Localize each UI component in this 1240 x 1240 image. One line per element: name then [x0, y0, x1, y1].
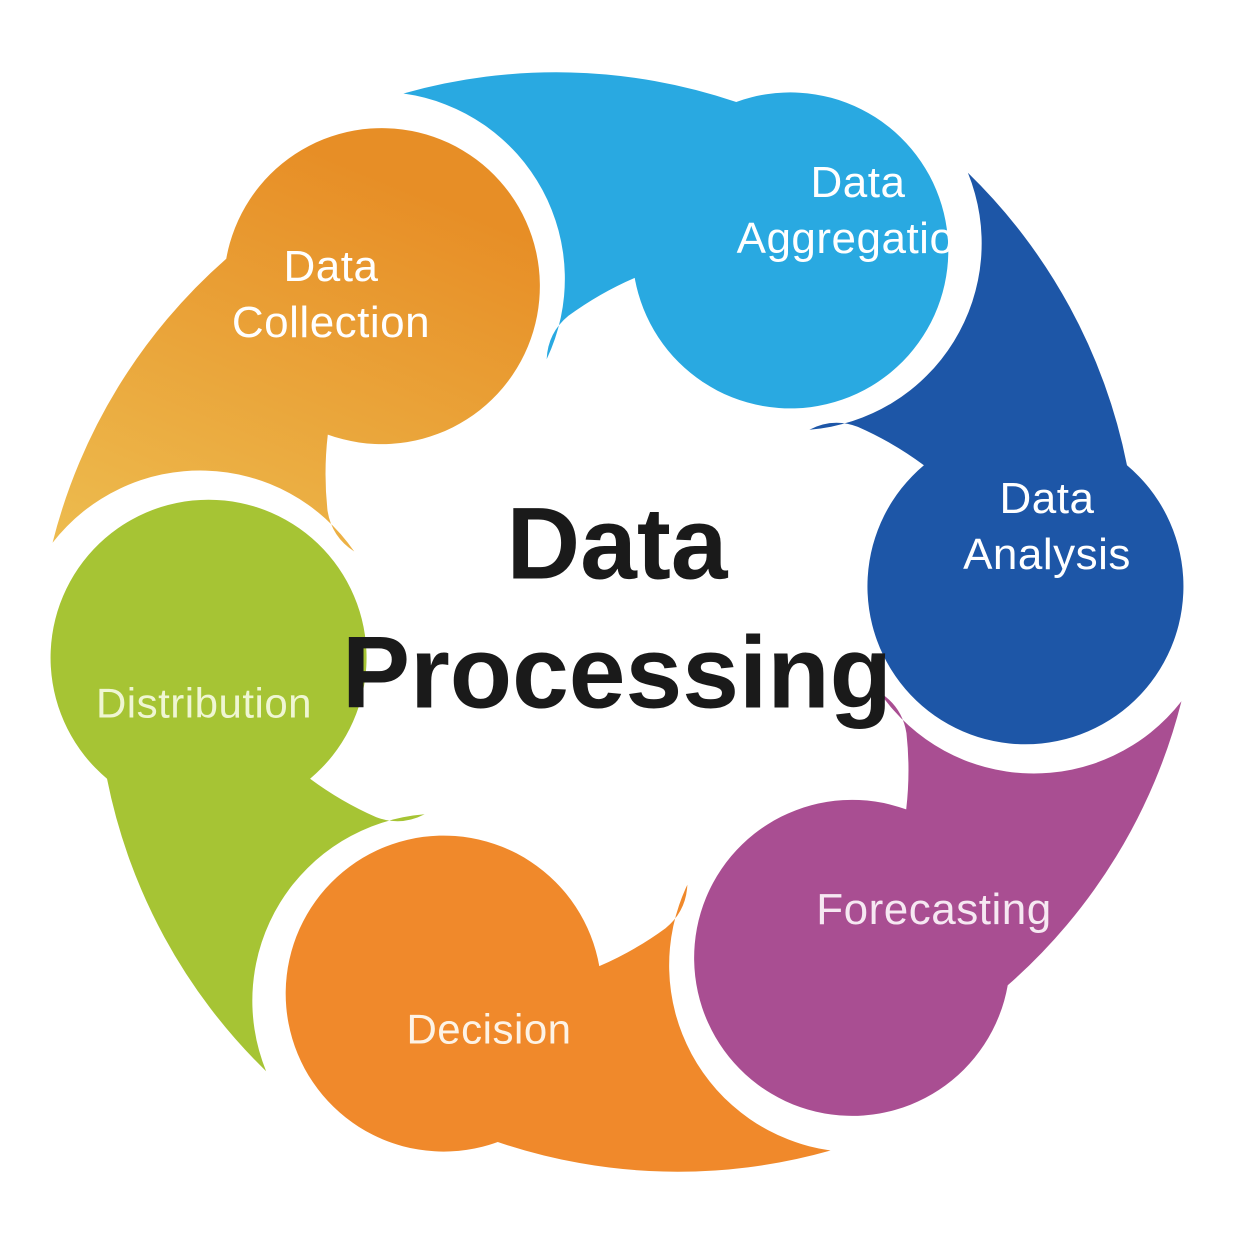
label-distribution: Distribution [95, 679, 313, 727]
label-data-aggregation: Data Aggregation [736, 158, 980, 263]
segment-shape-data-aggregation [403, 72, 949, 409]
segment-shape-data-collection [52, 128, 540, 552]
label-data-analysis: Data Analysis [963, 474, 1131, 579]
label-decision: Decision [406, 1005, 572, 1053]
label-data-collection: Data Collection [231, 242, 431, 347]
label-forecasting: Forecasting [816, 885, 1052, 935]
segment-shape-data-analysis [809, 172, 1184, 745]
segment-shape-decision [285, 835, 831, 1172]
segment-shape-distribution [50, 499, 425, 1072]
diagram-title: Data Processing [342, 486, 892, 729]
segment-shape-forecasting [694, 692, 1182, 1116]
